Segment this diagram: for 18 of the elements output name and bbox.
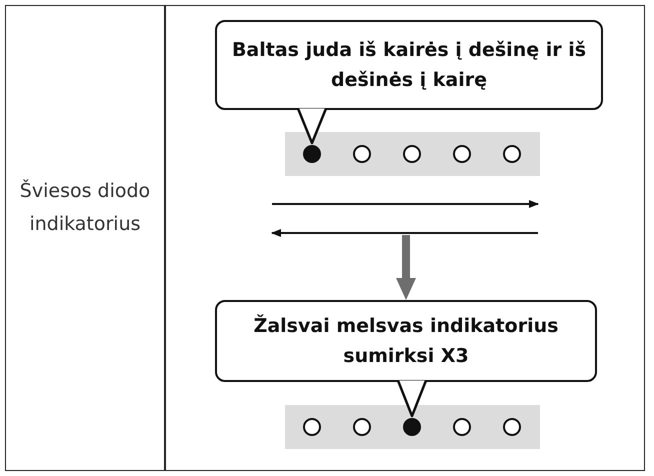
callout-bubble: Žalsvai melsvas indikatorius sumirksi X3 — [215, 300, 597, 382]
led-strip — [285, 405, 540, 449]
led-strip — [285, 132, 540, 176]
callout-bubble: Baltas juda iš kairės į dešinę ir iš dešinės į kairę — [215, 20, 603, 110]
unlit-led — [353, 418, 371, 436]
row-label: Šviesos diodo indikatorius — [18, 178, 152, 238]
unlit-led — [353, 145, 371, 163]
down-arrow — [396, 235, 416, 300]
unlit-led — [303, 418, 321, 436]
callout-tail — [396, 379, 428, 418]
lit-led — [303, 145, 321, 163]
unlit-led — [503, 418, 521, 436]
unlit-led — [453, 418, 471, 436]
unlit-led — [403, 145, 421, 163]
unlit-led — [453, 145, 471, 163]
callout-tail — [296, 107, 328, 144]
lit-led — [403, 418, 421, 436]
unlit-led — [503, 145, 521, 163]
